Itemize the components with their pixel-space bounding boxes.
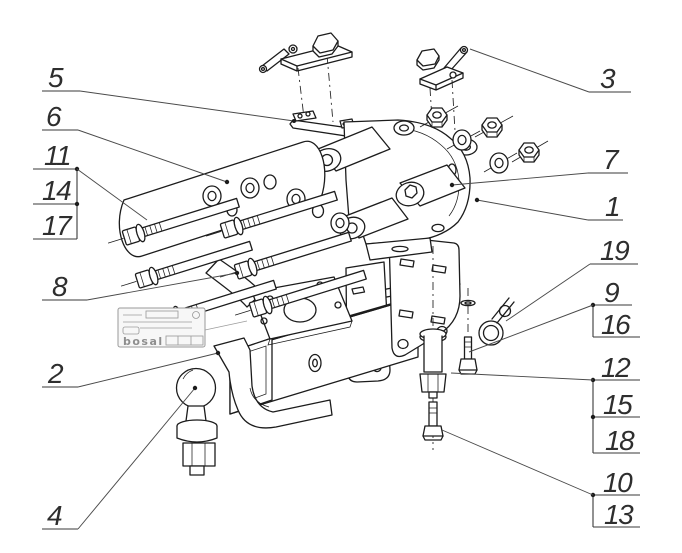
callout-8: 8 [42,270,240,302]
callout-14-label: 14 [42,175,71,206]
callout-8-label: 8 [52,271,68,302]
callout-13-label: 13 [604,499,634,530]
bosal-brand-text: bosal [123,335,164,348]
callout-4-label: 4 [47,500,62,531]
callout-3: 3 [469,48,631,94]
r-clip [478,297,515,346]
callout-3-label: 3 [600,63,616,94]
callout-16-label: 16 [601,309,631,340]
callout-17-label: 17 [42,210,73,241]
top-bracket-left [258,32,353,74]
callout-6-label: 6 [46,101,62,132]
callout-1: 1 [474,191,623,222]
callout-5-label: 5 [48,62,64,93]
callout-11-14-17: 11 14 17 [33,140,148,241]
callout-6: 6 [42,101,230,185]
callout-19-label: 19 [600,235,629,266]
callout-10-13: 10 13 [441,429,640,530]
callout-2-label: 2 [47,358,64,389]
callout-19: 19 [505,235,638,322]
top-bracket-right [416,45,469,91]
callout-11-label: 11 [44,140,70,171]
callout-12-15-18: 12 15 18 [450,352,640,456]
callout-1-label: 1 [605,191,619,222]
callout-7: 7 [449,144,628,188]
callout-5: 5 [42,62,296,123]
callouts: 5 6 11 14 17 8 [33,48,640,531]
callout-18-label: 18 [605,425,635,456]
bosal-label: bosal [117,307,248,348]
callout-9-16: 9 16 [468,277,640,353]
small-bolt-upper [458,288,478,375]
callout-10-label: 10 [603,467,633,498]
callout-15-label: 15 [603,389,633,420]
locking-pin [419,246,447,450]
callout-12-label: 12 [601,352,631,383]
frame-side-plate [388,235,461,358]
nuts-and-washers [393,105,549,174]
callout-4: 4 [42,385,198,531]
callout-2: 2 [42,350,221,389]
callout-7-label: 7 [603,144,620,175]
small-bolt-lower [422,401,444,441]
callout-9-label: 9 [604,277,619,308]
